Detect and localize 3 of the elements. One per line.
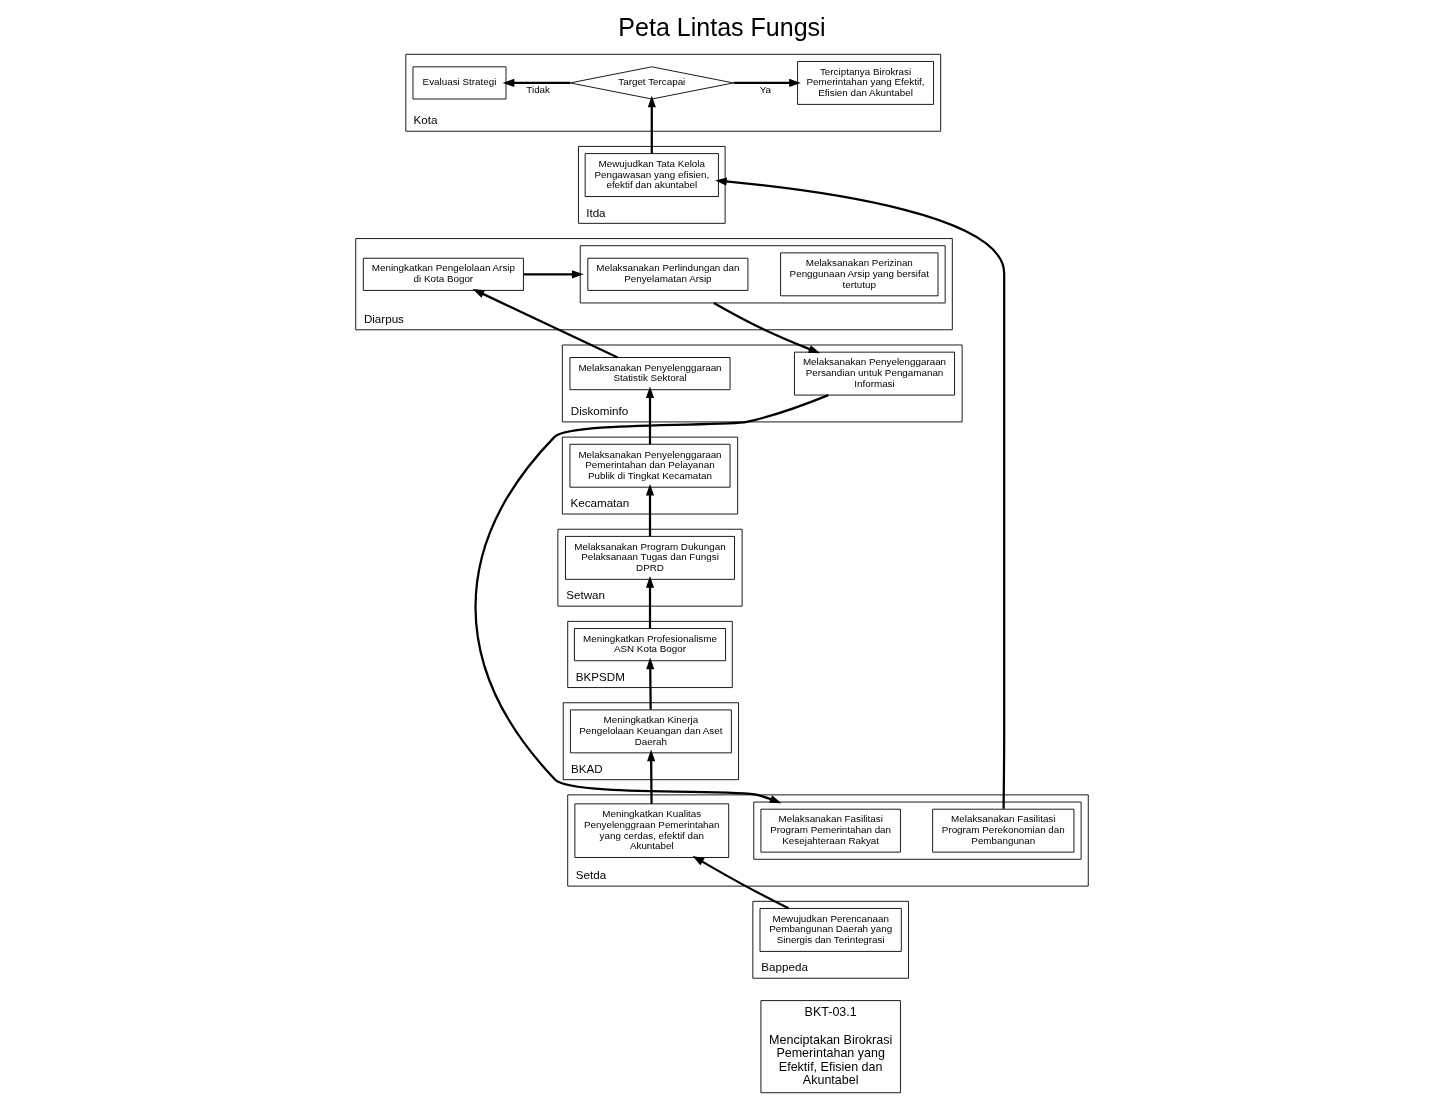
diagram-title: Peta Lintas Fungsi [617,12,826,41]
edge-label: Tidak [525,84,550,96]
edge-label: Ya [759,84,771,96]
